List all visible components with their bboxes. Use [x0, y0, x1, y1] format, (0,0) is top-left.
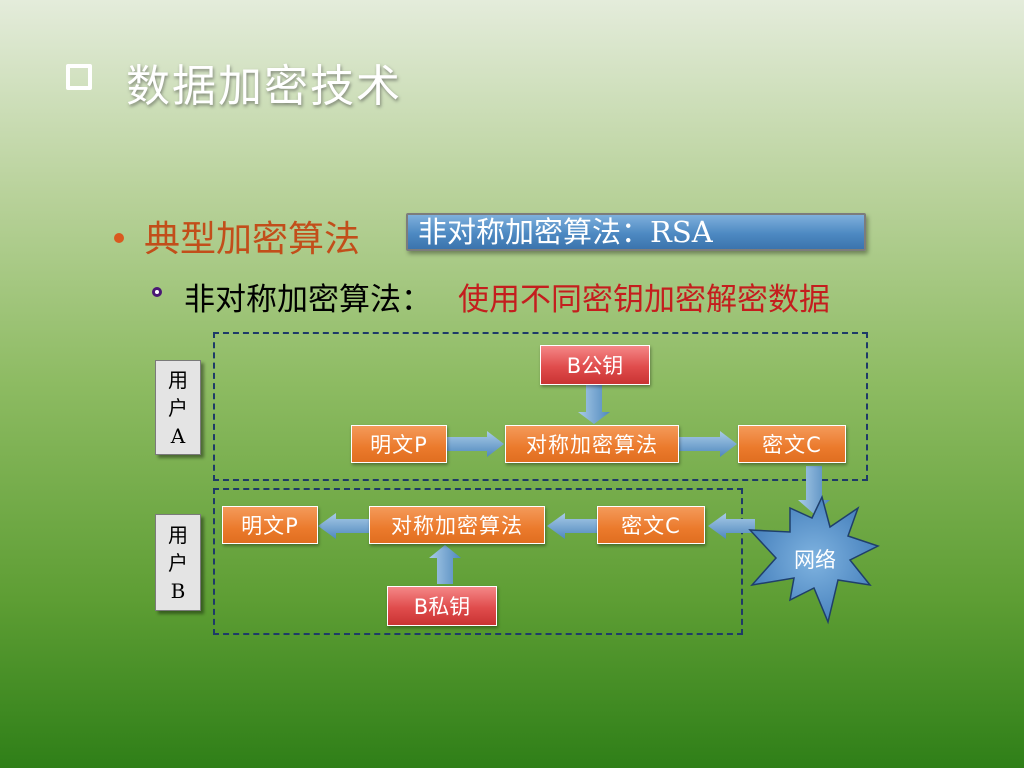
bullet-dot-icon [114, 233, 124, 243]
slide-title: 数据加密技术 [126, 61, 402, 112]
user-a-label: 用户A [155, 360, 201, 455]
bullet-level2-prefix: 非对称加密算法： [184, 282, 432, 318]
ciphertext-box-a: 密文C [738, 425, 846, 463]
arrow-up-private-key [429, 545, 461, 584]
arrow-down-public-key [578, 384, 610, 424]
bullet-level2-highlight: 使用不同密钥加密解密数据 [458, 282, 830, 318]
network-burst-shape [748, 494, 880, 625]
plaintext-box-a: 明文P [351, 425, 447, 463]
algorithm-box-b: 对称加密算法 [369, 506, 545, 544]
user-a-region [213, 332, 868, 481]
plaintext-box-b: 明文P [222, 506, 318, 544]
bullet-level1-text: 典型加密算法 [144, 219, 361, 260]
bullet-circle-icon [152, 287, 162, 297]
arrow-left-1 [708, 513, 755, 539]
user-b-label: 用户B [155, 514, 201, 611]
arrow-left-2 [547, 513, 597, 539]
ciphertext-box-b: 密文C [597, 506, 705, 544]
private-key-box: B私钥 [387, 586, 497, 626]
arrow-right-2 [679, 431, 737, 457]
checkbox-bullet-icon [66, 64, 92, 90]
arrow-right-1 [447, 431, 504, 457]
network-label: 网络 [794, 548, 836, 572]
rsa-banner: 非对称加密算法：RSA [406, 213, 866, 251]
user-b-region [213, 488, 743, 635]
algorithm-box-a: 对称加密算法 [505, 425, 679, 463]
public-key-box: B公钥 [540, 345, 650, 385]
arrow-left-3 [318, 513, 369, 539]
